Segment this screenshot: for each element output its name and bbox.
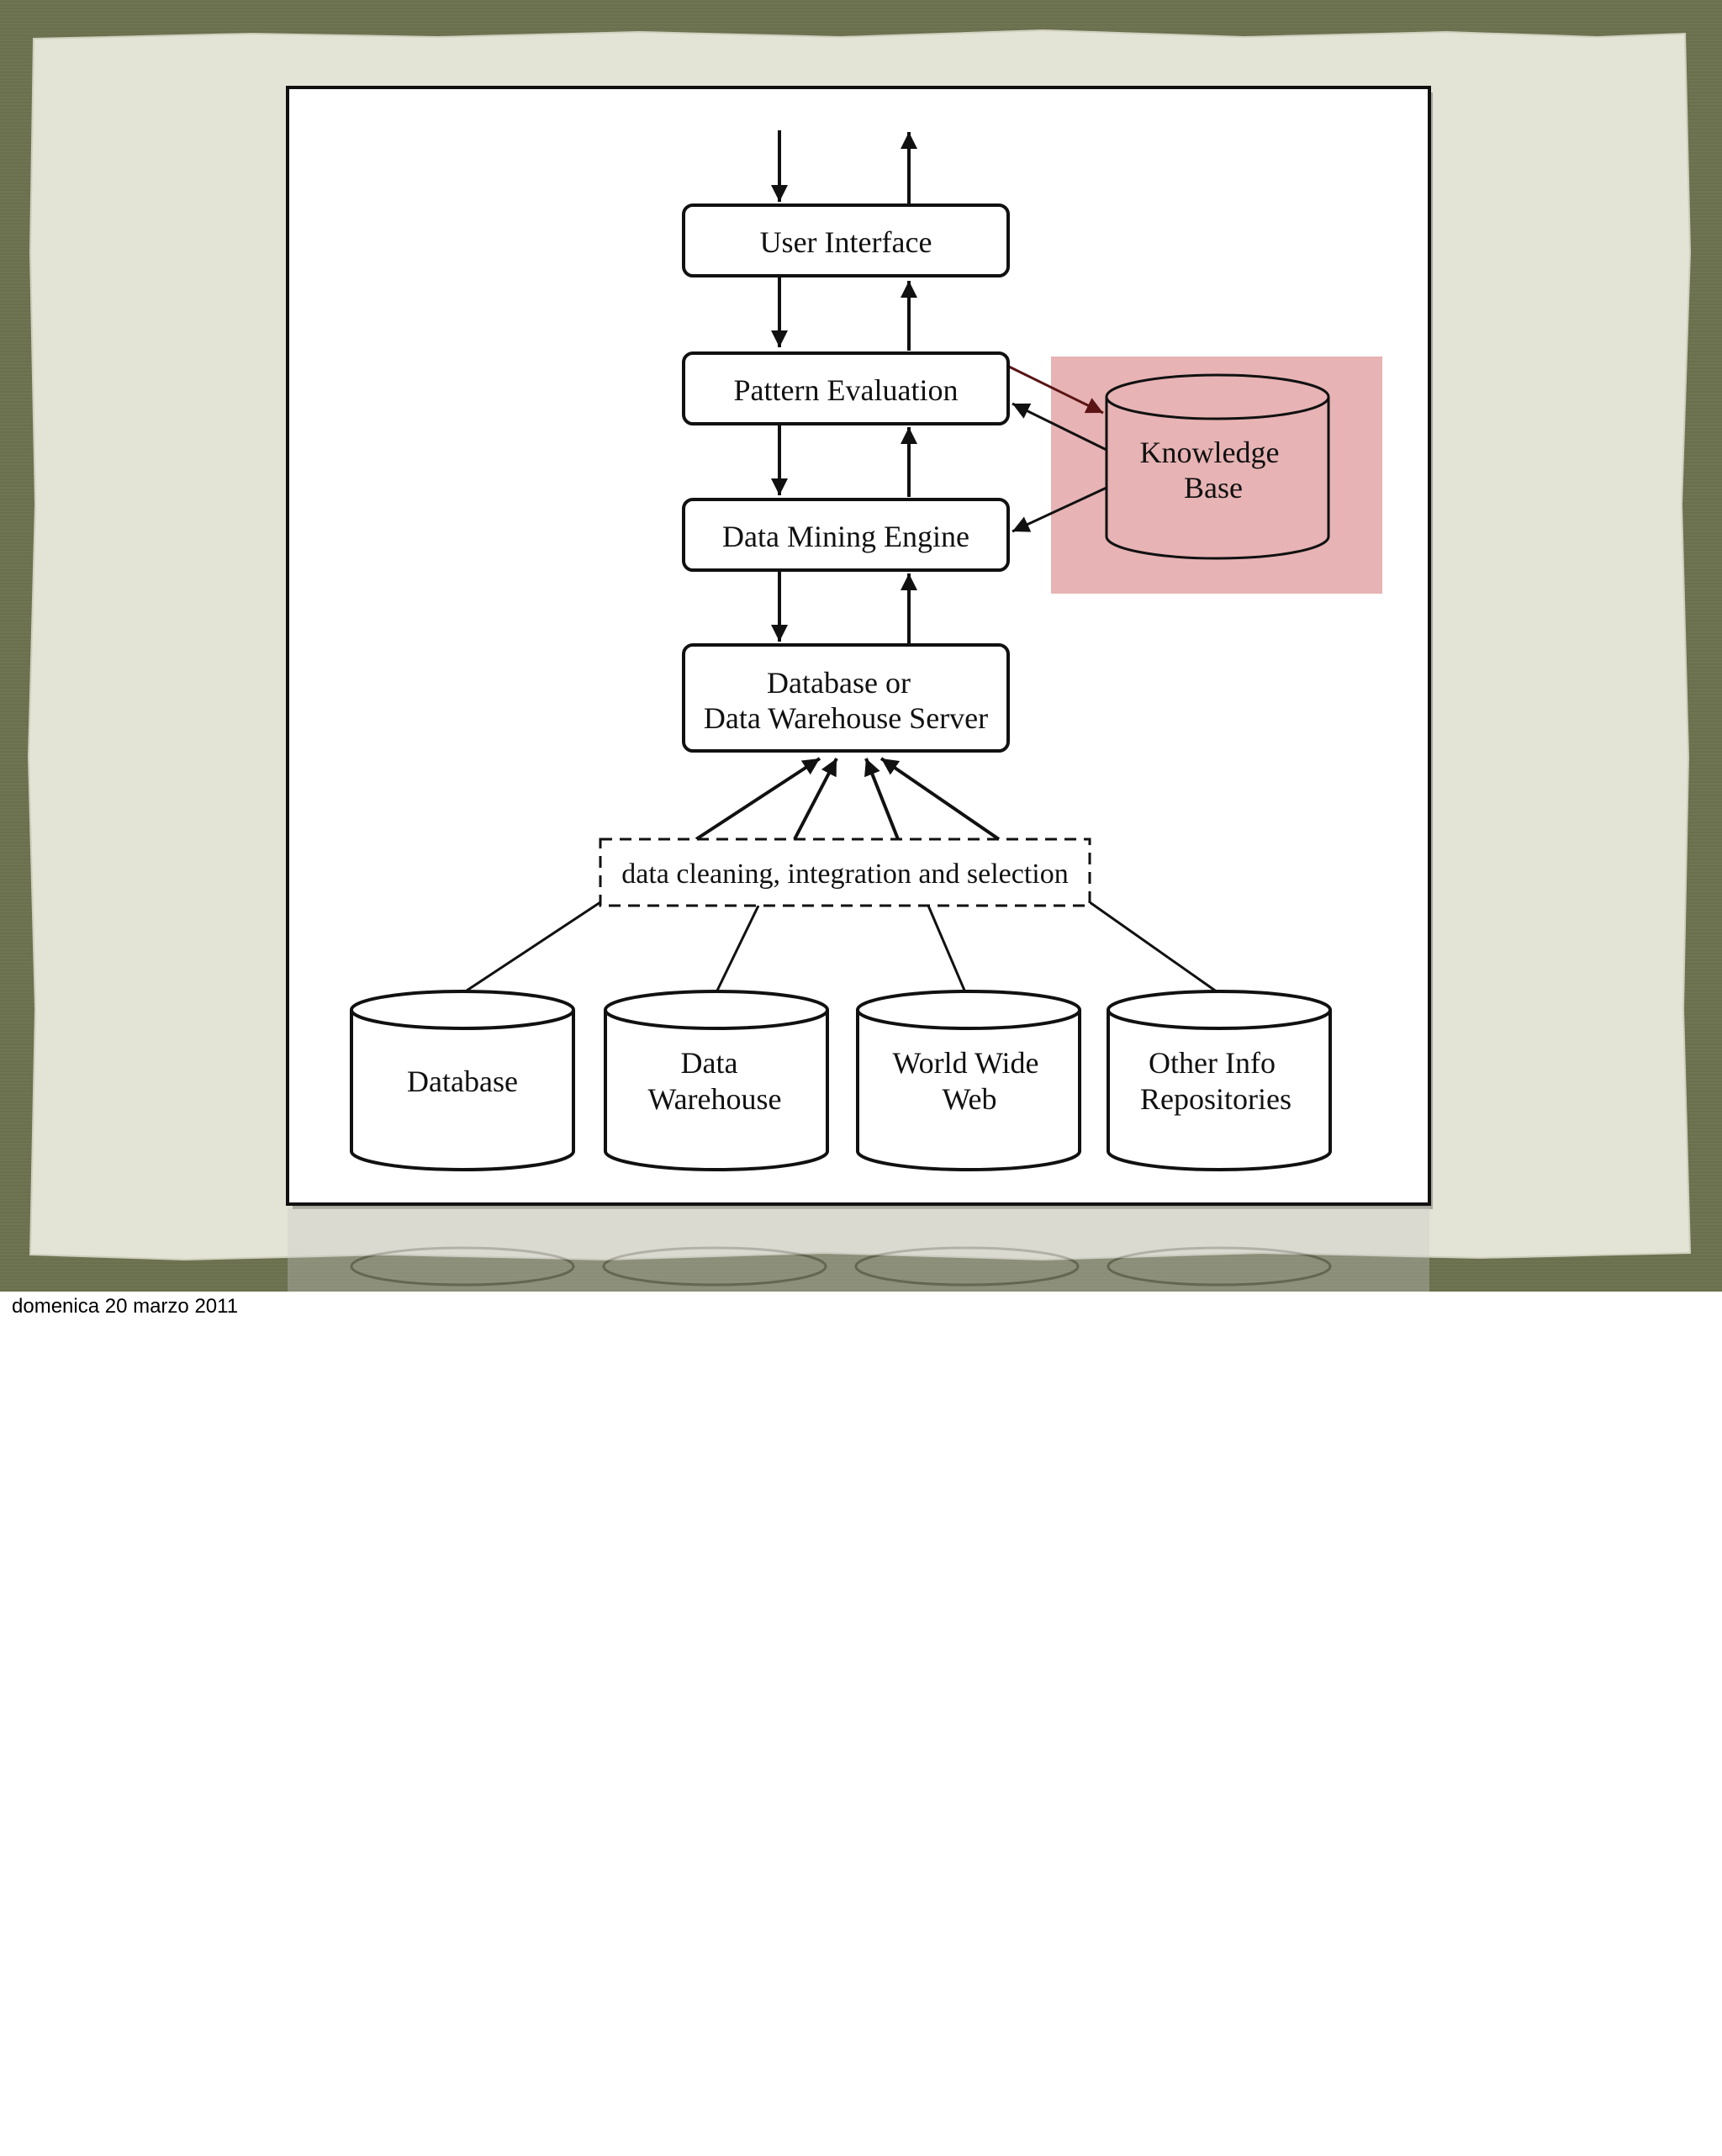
data-mining-engine-label: Data Mining Engine <box>722 520 969 553</box>
arrow-kb-to-dme <box>1012 486 1107 533</box>
source-database-label: Database <box>407 1065 518 1098</box>
user-interface-label: User Interface <box>760 225 932 259</box>
source-database: Database <box>350 990 575 1171</box>
cleaning-step-box: data cleaning, integration and selection <box>599 838 1091 907</box>
cleaning-step-label: data cleaning, integration and selection <box>621 859 1069 890</box>
source-data-warehouse-label: Data Warehouse <box>647 1046 781 1116</box>
user-interface-box: User Interface <box>682 203 1010 277</box>
stack-arrows <box>771 130 917 643</box>
arrow-clean-1 <box>695 757 821 841</box>
footer-date: domenica 20 marzo 2011 <box>12 1295 239 1318</box>
slide-canvas: User Interface Pattern Evaluation Data M… <box>0 0 1722 1292</box>
database-server-label: Database or Data Warehouse Server <box>704 666 988 735</box>
pattern-evaluation-box: Pattern Evaluation <box>682 351 1010 425</box>
arrow-clean-3 <box>864 758 900 840</box>
arrow-kb-to-pe <box>1012 402 1107 452</box>
figure-reflection <box>288 1207 1429 1292</box>
arrow-clean-4 <box>879 757 1001 841</box>
data-mining-engine-box: Data Mining Engine <box>682 498 1010 572</box>
cleaning-arrows <box>695 757 1001 841</box>
database-server-box: Database or Data Warehouse Server <box>682 643 1010 753</box>
knowledge-base-arrows <box>1008 365 1107 533</box>
knowledge-base-cylinder: Knowledge Base <box>1105 373 1330 560</box>
pattern-evaluation-label: Pattern Evaluation <box>734 373 959 407</box>
source-data-warehouse: Data Warehouse <box>604 990 829 1171</box>
arrow-pe-to-kb <box>1008 365 1104 415</box>
arrow-clean-2 <box>793 758 838 840</box>
knowledge-base-label: Knowledge Base <box>1140 436 1287 505</box>
source-other-info: Other Info Repositories <box>1107 990 1332 1171</box>
source-lines <box>463 901 1218 994</box>
source-other-info-label: Other Info Repositories <box>1140 1046 1292 1116</box>
source-world-wide-web: World Wide Web <box>856 990 1081 1171</box>
source-world-wide-web-label: World Wide Web <box>893 1046 1047 1116</box>
